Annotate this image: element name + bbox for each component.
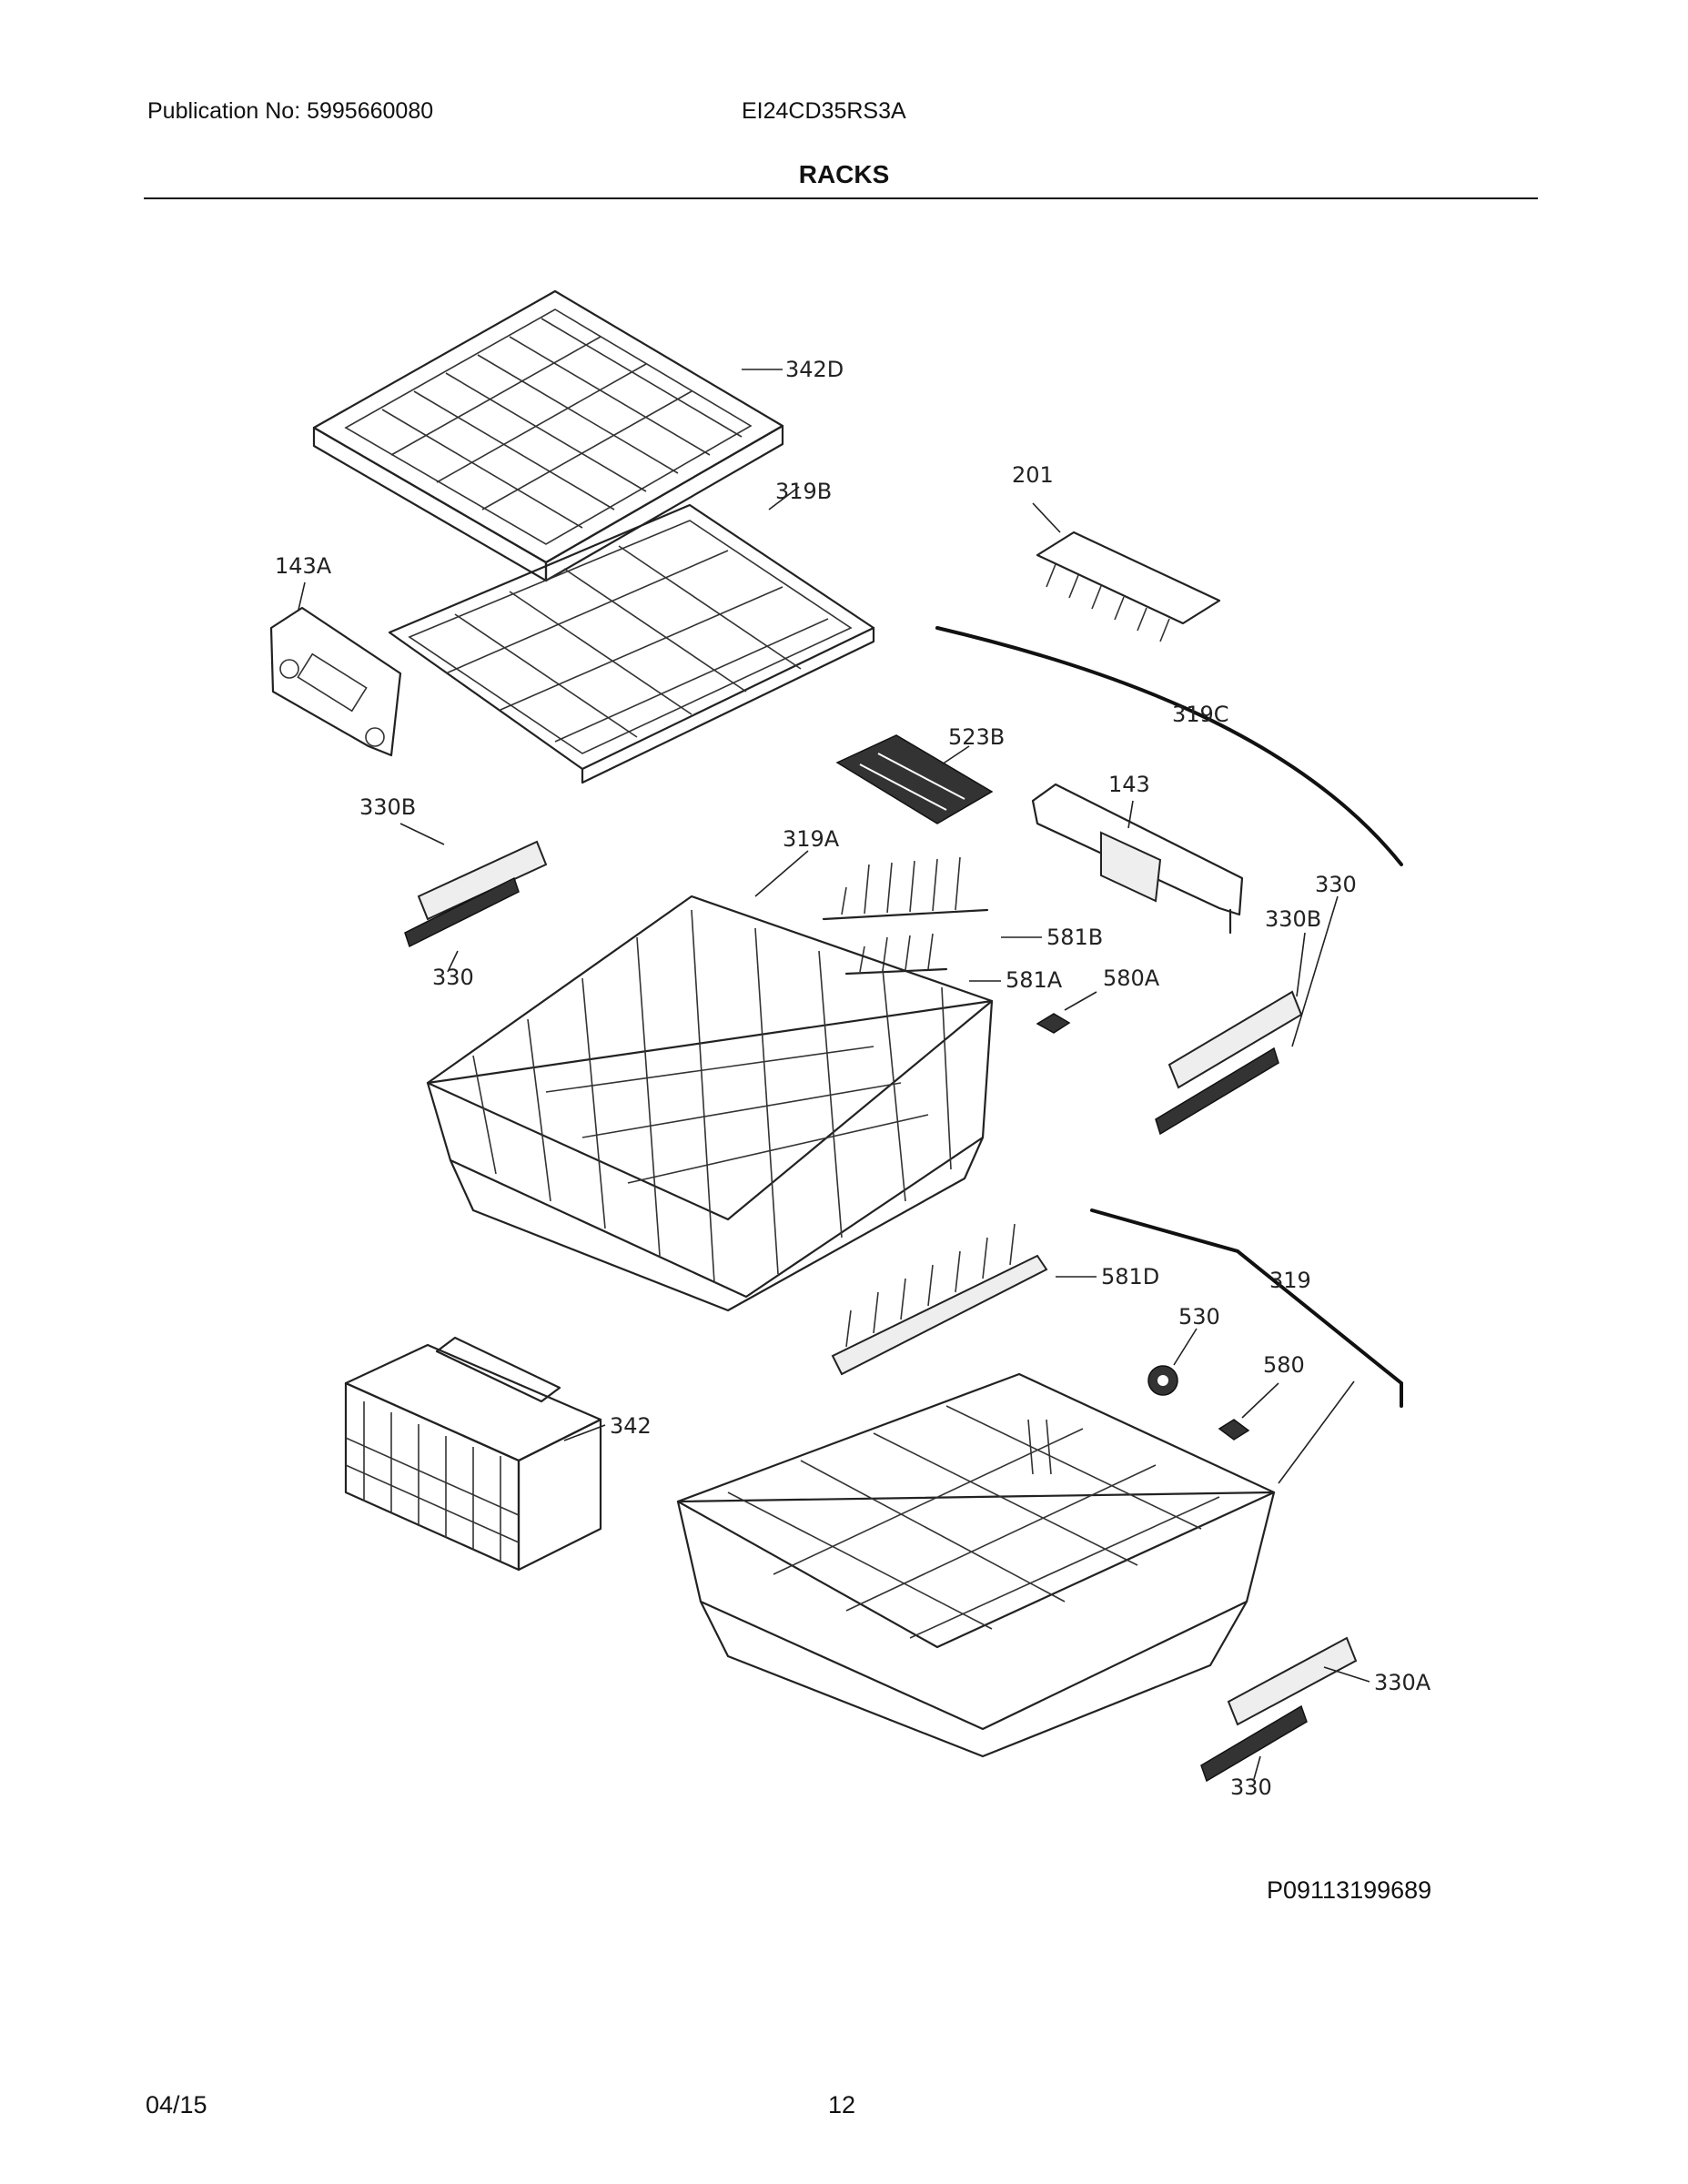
callout-342D: 342D <box>785 357 844 382</box>
callout-330B-left: 330B <box>359 794 416 820</box>
leader-lines <box>298 369 1370 1780</box>
callout-319A: 319A <box>783 826 840 852</box>
part-319-lower-rail[interactable] <box>1090 1208 1403 1408</box>
part-319C-rail[interactable] <box>935 626 1403 866</box>
part-319A-upper-rack[interactable] <box>426 895 994 1312</box>
part-319B-rack-frame[interactable] <box>388 503 875 784</box>
part-330B-roller-left[interactable] <box>417 840 548 921</box>
callout-330-right: 330 <box>1315 872 1357 897</box>
callout-labels: 342D 319B 201 143A 319C 523B 143 330B 31… <box>275 357 1431 1800</box>
part-580-stop[interactable] <box>1218 1419 1250 1441</box>
callout-581D: 581D <box>1101 1264 1159 1289</box>
part-330-roller-right[interactable] <box>1155 1046 1279 1136</box>
callout-330-bottom: 330 <box>1230 1774 1272 1800</box>
callout-143: 143 <box>1108 772 1150 797</box>
part-581A-tine-row[interactable] <box>844 933 948 976</box>
part-143A-bracket[interactable] <box>269 606 402 757</box>
callout-580A: 580A <box>1103 966 1160 991</box>
header-rule <box>144 197 1538 199</box>
callout-319: 319 <box>1269 1268 1311 1293</box>
callout-342: 342 <box>610 1413 652 1439</box>
callout-330-left: 330 <box>432 965 474 990</box>
part-530-wheel[interactable] <box>1147 1365 1178 1396</box>
part-201-tine-clip[interactable] <box>1036 531 1221 642</box>
model-number: EI24CD35RS3A <box>742 98 906 124</box>
part-330-roller-bottom[interactable] <box>1200 1704 1308 1783</box>
part-580A-stop[interactable] <box>1036 1013 1071 1034</box>
callout-319B: 319B <box>775 479 832 504</box>
callout-330B-right: 330B <box>1265 906 1321 932</box>
publication-date: 04/15 <box>146 2091 207 2118</box>
figure-id: P09113199689 <box>1267 1876 1432 1904</box>
part-581D-tine-row[interactable] <box>831 1223 1048 1376</box>
part-330A-roller[interactable] <box>1227 1636 1358 1726</box>
callout-330A: 330A <box>1374 1670 1431 1695</box>
callout-581B: 581B <box>1046 925 1103 950</box>
callout-581A: 581A <box>1006 967 1063 993</box>
part-342D-cutlery-tray[interactable] <box>312 289 784 582</box>
callout-580: 580 <box>1263 1352 1305 1378</box>
part-342-silverware-basket[interactable] <box>344 1336 602 1572</box>
section-title: RACKS <box>798 160 890 188</box>
page-number: 12 <box>828 2091 856 2118</box>
part-lower-rack[interactable] <box>676 1372 1276 1758</box>
callout-319C: 319C <box>1172 702 1229 727</box>
part-143-adjuster[interactable] <box>1031 783 1244 935</box>
callout-201: 201 <box>1012 462 1054 488</box>
part-523B-clip[interactable] <box>835 734 994 824</box>
callout-523B: 523B <box>948 724 1005 750</box>
part-330-roller-left[interactable] <box>404 876 520 948</box>
publication-number: Publication No: 5995660080 <box>147 98 434 124</box>
callout-143A: 143A <box>275 553 332 579</box>
part-581B-tine-row[interactable] <box>822 856 989 921</box>
callout-530: 530 <box>1178 1304 1220 1330</box>
